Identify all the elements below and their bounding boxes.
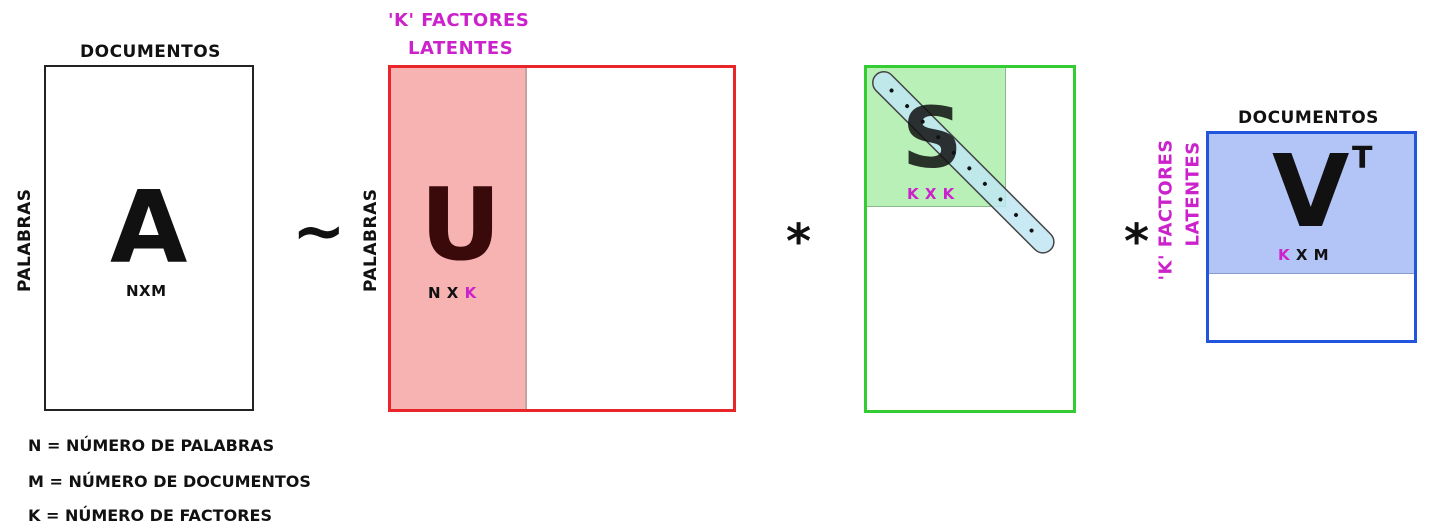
- matrix-s-dims: K X K: [907, 185, 955, 203]
- legend-item-k: K = NÚMERO DE FACTORES: [28, 506, 272, 525]
- matrix-vt-side-label-2: LATENTES: [1182, 141, 1204, 247]
- matrix-a-letter: A: [110, 169, 188, 286]
- legend-item-n: N = NÚMERO DE PALABRAS: [28, 436, 275, 455]
- multiply-operator-2: *: [1124, 214, 1150, 270]
- matrix-vt-box: [1206, 131, 1417, 343]
- matrix-vt-letter: V: [1272, 133, 1350, 250]
- matrix-u-box: [388, 65, 736, 412]
- multiply-operator-1: *: [786, 214, 812, 270]
- approx-operator: ~: [292, 195, 346, 269]
- legend-item-m: M = NÚMERO DE DOCUMENTOS: [28, 472, 311, 491]
- matrix-a-top-label: DOCUMENTOS: [80, 42, 221, 62]
- matrix-a-box: [44, 65, 254, 411]
- matrix-vt-side-label-1: 'K' FACTORES: [1155, 139, 1177, 281]
- matrix-s-letter: S: [902, 89, 963, 187]
- matrix-u-top-label-2: LATENTES: [408, 38, 514, 59]
- matrix-u-k-columns: [391, 68, 527, 409]
- matrix-s-diagonal: [872, 71, 1055, 254]
- matrix-u-top-label-1: 'K' FACTORES: [388, 10, 530, 31]
- matrix-u-side-label: PALABRAS: [361, 188, 381, 293]
- matrix-vt-dims-suffix: X M: [1290, 246, 1330, 264]
- matrix-u-letter: U: [420, 166, 502, 283]
- matrix-vt-dims-k: K: [1278, 246, 1291, 264]
- matrix-a-dims: NXM: [126, 282, 167, 300]
- matrix-vt-top-label: DOCUMENTOS: [1238, 108, 1379, 128]
- matrix-u-dims-k: K: [464, 284, 477, 302]
- matrix-u-dims-prefix: N X: [428, 284, 465, 302]
- matrix-vt-superscript: T: [1352, 141, 1373, 176]
- matrix-vt-dims: K X M: [1278, 246, 1329, 264]
- matrix-a-side-label: PALABRAS: [15, 188, 35, 293]
- matrix-vt-k-rows: [1209, 134, 1414, 274]
- matrix-u-dims: N X K: [428, 284, 477, 302]
